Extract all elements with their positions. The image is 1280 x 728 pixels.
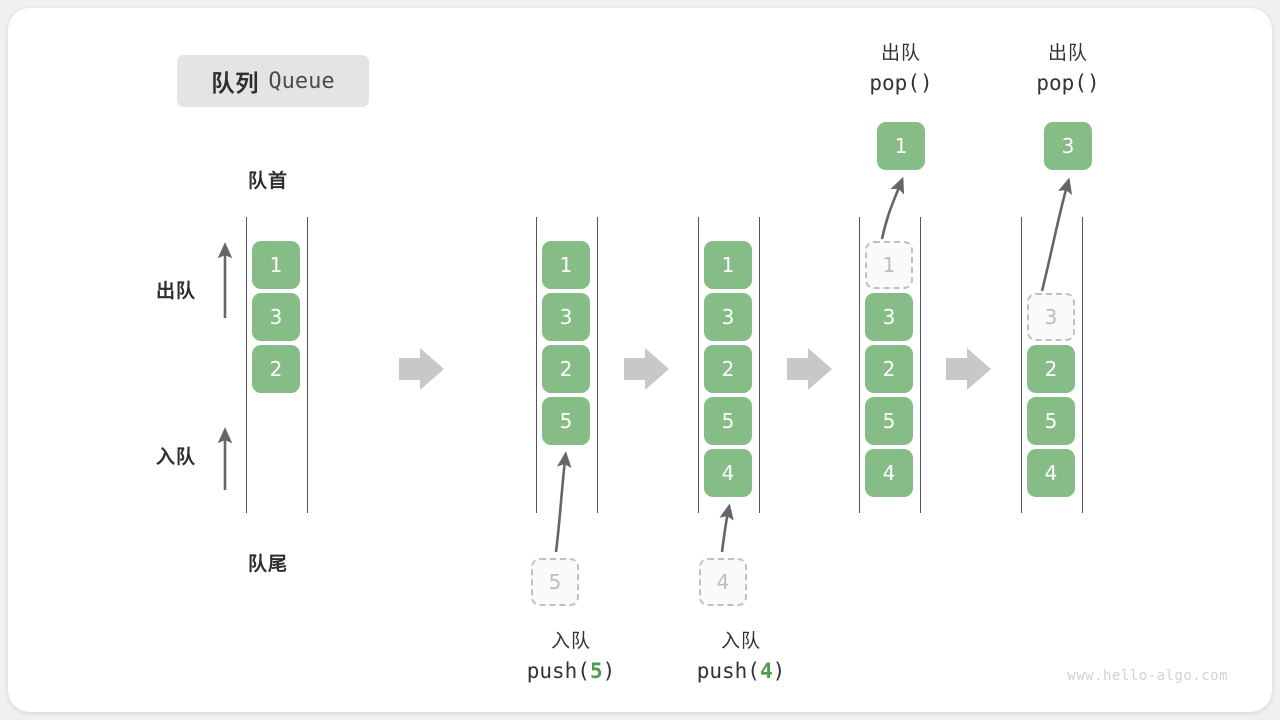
col2-rail-left xyxy=(536,217,537,513)
col2-cell-1: 3 xyxy=(542,293,590,341)
col5-operation-label: 出队 pop() xyxy=(1018,40,1118,98)
col4-cell-2: 2 xyxy=(865,345,913,393)
title-chinese: 队列 xyxy=(211,71,260,97)
col5-cell-3: 4 xyxy=(1027,449,1075,497)
step-arrow-1 xyxy=(399,348,444,390)
col2-rail-right xyxy=(597,217,598,513)
col5-cell-1: 2 xyxy=(1027,345,1075,393)
col5-popped-cell: 3 xyxy=(1044,122,1092,170)
step-arrow-4 xyxy=(946,348,991,390)
col1-cell-0: 1 xyxy=(252,241,300,289)
col4-cell-3: 5 xyxy=(865,397,913,445)
col2-operation-cn: 入队 xyxy=(550,630,591,652)
col3-operation-code: push(4) xyxy=(696,658,786,683)
col3-cell-1: 3 xyxy=(704,293,752,341)
col4-operation-cn: 出队 xyxy=(880,42,921,64)
col5-operation-code: pop() xyxy=(1036,70,1100,95)
arrows-overlay xyxy=(217,176,1073,553)
step-arrow-3 xyxy=(787,348,832,390)
label-queue-head: 队首 xyxy=(248,170,289,192)
col1-cell-1: 3 xyxy=(252,293,300,341)
col3-cell-4: 4 xyxy=(704,449,752,497)
col5-cell-0-ghost: 3 xyxy=(1027,293,1075,341)
col4-cell-1: 3 xyxy=(865,293,913,341)
watermark: www.hello-algo.com xyxy=(1067,668,1228,684)
col2-operation-label: 入队 push(5) xyxy=(521,628,621,686)
col4-rail-right xyxy=(920,217,921,513)
step-arrow-2 xyxy=(624,348,669,390)
col3-cell-0: 1 xyxy=(704,241,752,289)
col4-rail-left xyxy=(859,217,860,513)
col2-cell-2: 2 xyxy=(542,345,590,393)
col1-cell-2: 2 xyxy=(252,345,300,393)
col2-incoming-ghost: 5 xyxy=(531,558,579,606)
col4-cell-4: 4 xyxy=(865,449,913,497)
col2-push-arrow xyxy=(554,451,572,553)
col1-rail-left xyxy=(246,217,247,513)
col5-rail-right xyxy=(1082,217,1083,513)
col2-cell-3: 5 xyxy=(542,397,590,445)
col5-cell-2: 5 xyxy=(1027,397,1075,445)
col4-cell-0-ghost: 1 xyxy=(865,241,913,289)
col4-operation-code: pop() xyxy=(869,70,933,95)
col5-operation-cn: 出队 xyxy=(1047,42,1088,64)
col2-cell-0: 1 xyxy=(542,241,590,289)
label-queue-tail: 队尾 xyxy=(248,553,289,575)
col3-rail-left xyxy=(698,217,699,513)
col4-pop-arrow xyxy=(880,176,905,240)
col5-pop-arrow xyxy=(1040,177,1073,292)
diagram-card: 队列 Queue 队首 队尾 出队 入队 1 3 2 1 3 2 5 5 入队 … xyxy=(8,8,1272,712)
col3-operation-cn: 入队 xyxy=(720,630,761,652)
col3-cell-2: 2 xyxy=(704,345,752,393)
col3-push-arrow xyxy=(719,503,734,553)
col3-incoming-ghost: 4 xyxy=(699,558,747,606)
col4-popped-cell: 1 xyxy=(877,122,925,170)
col1-rail-right xyxy=(307,217,308,513)
col3-operation-label: 入队 push(4) xyxy=(691,628,791,686)
col5-rail-left xyxy=(1021,217,1022,513)
col2-operation-code: push(5) xyxy=(526,658,616,683)
col4-operation-label: 出队 pop() xyxy=(851,40,951,98)
diagram-title-badge: 队列 Queue xyxy=(177,55,369,107)
col3-cell-3: 5 xyxy=(704,397,752,445)
label-dequeue-direction: 出队 xyxy=(156,280,197,302)
label-enqueue-direction: 入队 xyxy=(156,446,197,468)
col3-rail-right xyxy=(759,217,760,513)
title-english: Queue xyxy=(268,68,335,94)
